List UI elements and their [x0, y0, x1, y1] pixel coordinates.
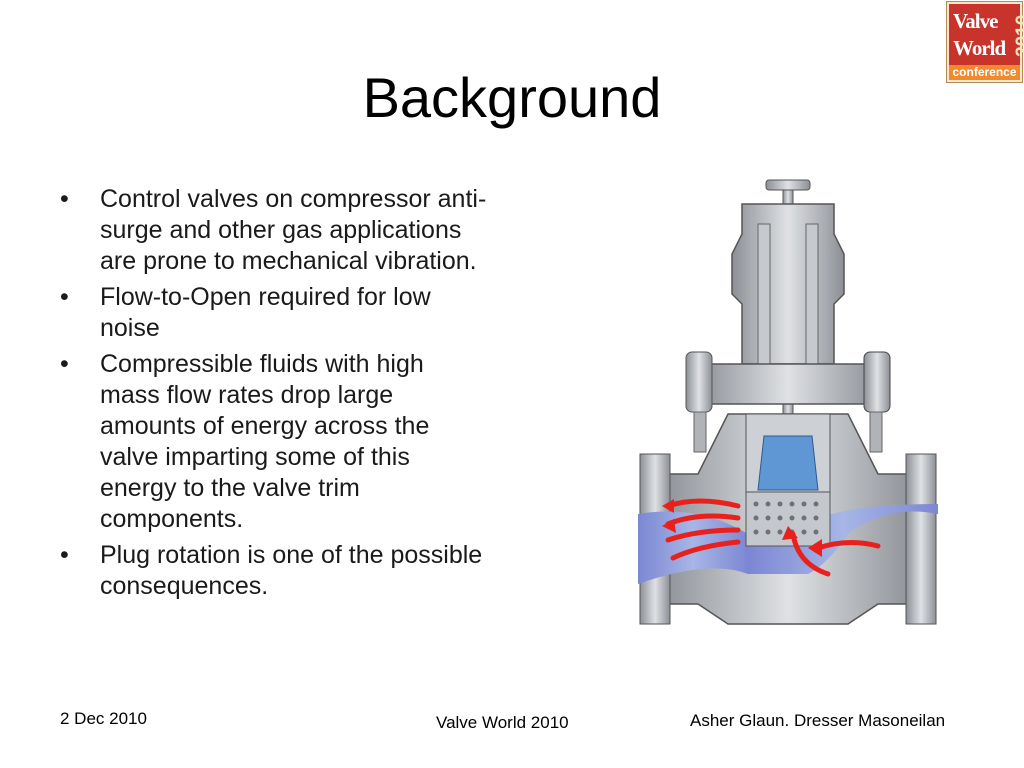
stud-right: [869, 411, 883, 453]
yoke-post-left: [757, 223, 771, 365]
bullet-text: Compressible fluids with high mass flow …: [100, 350, 430, 533]
bullet-text: Control valves on compressor anti-surge …: [100, 185, 487, 275]
bonnet: [697, 363, 879, 405]
logo-red-block: Valve World 2010: [949, 4, 1024, 66]
logo-line2: World: [953, 36, 1006, 60]
flow-passage-inlet: [748, 504, 938, 574]
bullet-item: • Control valves on compressor anti-surge…: [60, 184, 490, 277]
bullet-item: • Flow-to-Open required for low noise: [60, 282, 490, 344]
bullet-marker: •: [60, 185, 69, 213]
handwheel: [765, 179, 811, 191]
logo-wordmark: Valve World: [953, 8, 1006, 62]
logo-line1: Valve: [953, 9, 998, 33]
logo-tagline: conference: [949, 65, 1020, 80]
bullet-text: Flow-to-Open required for low noise: [100, 283, 431, 342]
flange-right: [905, 453, 937, 625]
valve-yoke: [731, 203, 845, 365]
logo-year: 2010: [1013, 14, 1024, 58]
yoke-post-right: [805, 223, 819, 365]
arrow-heads: [662, 499, 822, 557]
control-valve-cutaway-illustration: [638, 179, 938, 625]
bullet-item: • Plug rotation is one of the possible co…: [60, 540, 490, 602]
bolt-left: [685, 351, 713, 413]
cage-holes: [753, 501, 819, 535]
valve-world-logo: Valve World 2010 conference: [946, 1, 1024, 83]
bullet-list: • Control valves on compressor anti-surge…: [60, 184, 490, 607]
valve-plug: [757, 435, 819, 491]
footer-date: 2 Dec 2010: [60, 709, 147, 728]
bullet-text: Plug rotation is one of the possible con…: [100, 541, 483, 600]
stud-left: [693, 411, 707, 453]
footer-author: Asher Glaun. Dresser Masoneilan: [690, 711, 946, 730]
bullet-marker: •: [60, 541, 69, 569]
bullet-marker: •: [60, 283, 69, 311]
bullet-item: • Compressible fluids with high mass flow…: [60, 349, 490, 535]
bullet-marker: •: [60, 350, 69, 378]
bolt-right: [863, 351, 891, 413]
slide-title: Background: [362, 66, 662, 129]
footer-event: Valve World 2010: [436, 713, 569, 732]
